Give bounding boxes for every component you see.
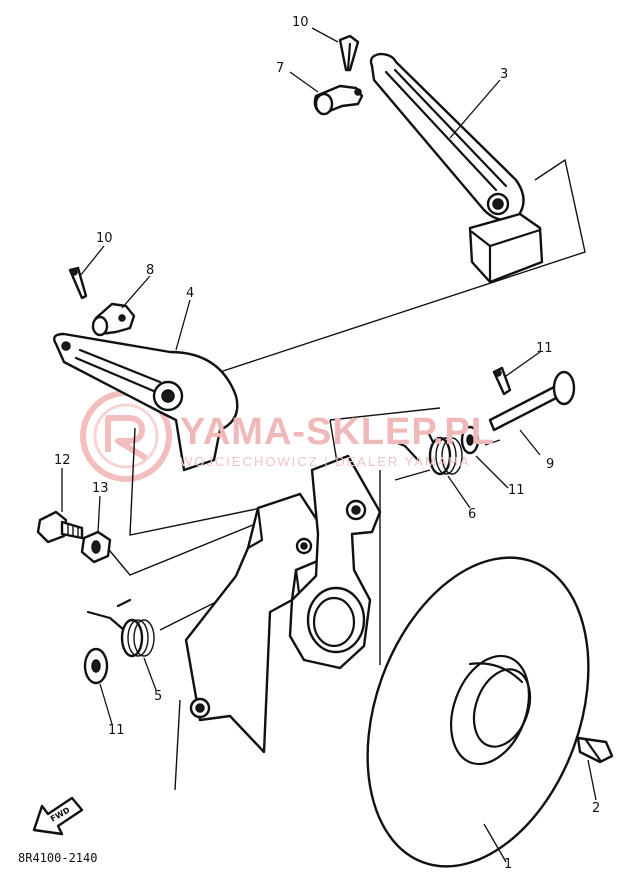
callout-7: 7 bbox=[276, 61, 285, 76]
drawing-code: 8R4100-2140 bbox=[18, 851, 98, 865]
lever-arm-lower bbox=[53, 332, 239, 472]
pin-part-8 bbox=[91, 302, 136, 337]
nut bbox=[80, 530, 112, 564]
callout-4: 4 bbox=[186, 286, 195, 301]
callout-10-top: 10 bbox=[292, 15, 309, 30]
callout-13: 13 bbox=[92, 481, 109, 496]
assembly-lines bbox=[104, 158, 586, 791]
washer-upper bbox=[460, 425, 480, 455]
callout-11-upper: 11 bbox=[508, 483, 525, 498]
callout-1: 1 bbox=[504, 857, 513, 872]
torsion-spring-upper bbox=[388, 430, 463, 476]
watermark-title: YAMA-SKLEP.PL bbox=[180, 411, 495, 453]
torsion-spring-lower bbox=[86, 598, 155, 658]
frame-bracket bbox=[184, 454, 382, 754]
cotter-pin-right bbox=[492, 366, 512, 396]
key-part-2 bbox=[576, 736, 614, 764]
leader-lines bbox=[61, 27, 597, 863]
disc-plate bbox=[366, 556, 590, 868]
pin-part-7 bbox=[313, 84, 364, 116]
cotter-pin-upper bbox=[338, 34, 360, 72]
callout-5: 5 bbox=[154, 689, 163, 704]
forward-arrow-icon bbox=[32, 796, 84, 836]
callout-10-right: 11 bbox=[536, 341, 553, 356]
callout-3: 3 bbox=[500, 67, 509, 82]
lever-arm-upper bbox=[369, 52, 544, 284]
callout-2: 2 bbox=[592, 801, 601, 816]
callout-6: 6 bbox=[468, 507, 477, 522]
washer-lower bbox=[83, 647, 109, 685]
callout-10-left: 10 bbox=[96, 231, 113, 246]
cotter-pin-left bbox=[68, 266, 88, 300]
callout-12: 12 bbox=[54, 453, 71, 468]
clevis-pin bbox=[488, 370, 576, 432]
callout-9: 9 bbox=[546, 457, 555, 472]
callout-11-lower: 11 bbox=[108, 723, 125, 738]
bolt bbox=[36, 510, 84, 544]
callout-8: 8 bbox=[146, 263, 155, 278]
watermark-subtitle: WOJCIECHOWICZ | DEALER YAMAHA bbox=[180, 454, 471, 469]
